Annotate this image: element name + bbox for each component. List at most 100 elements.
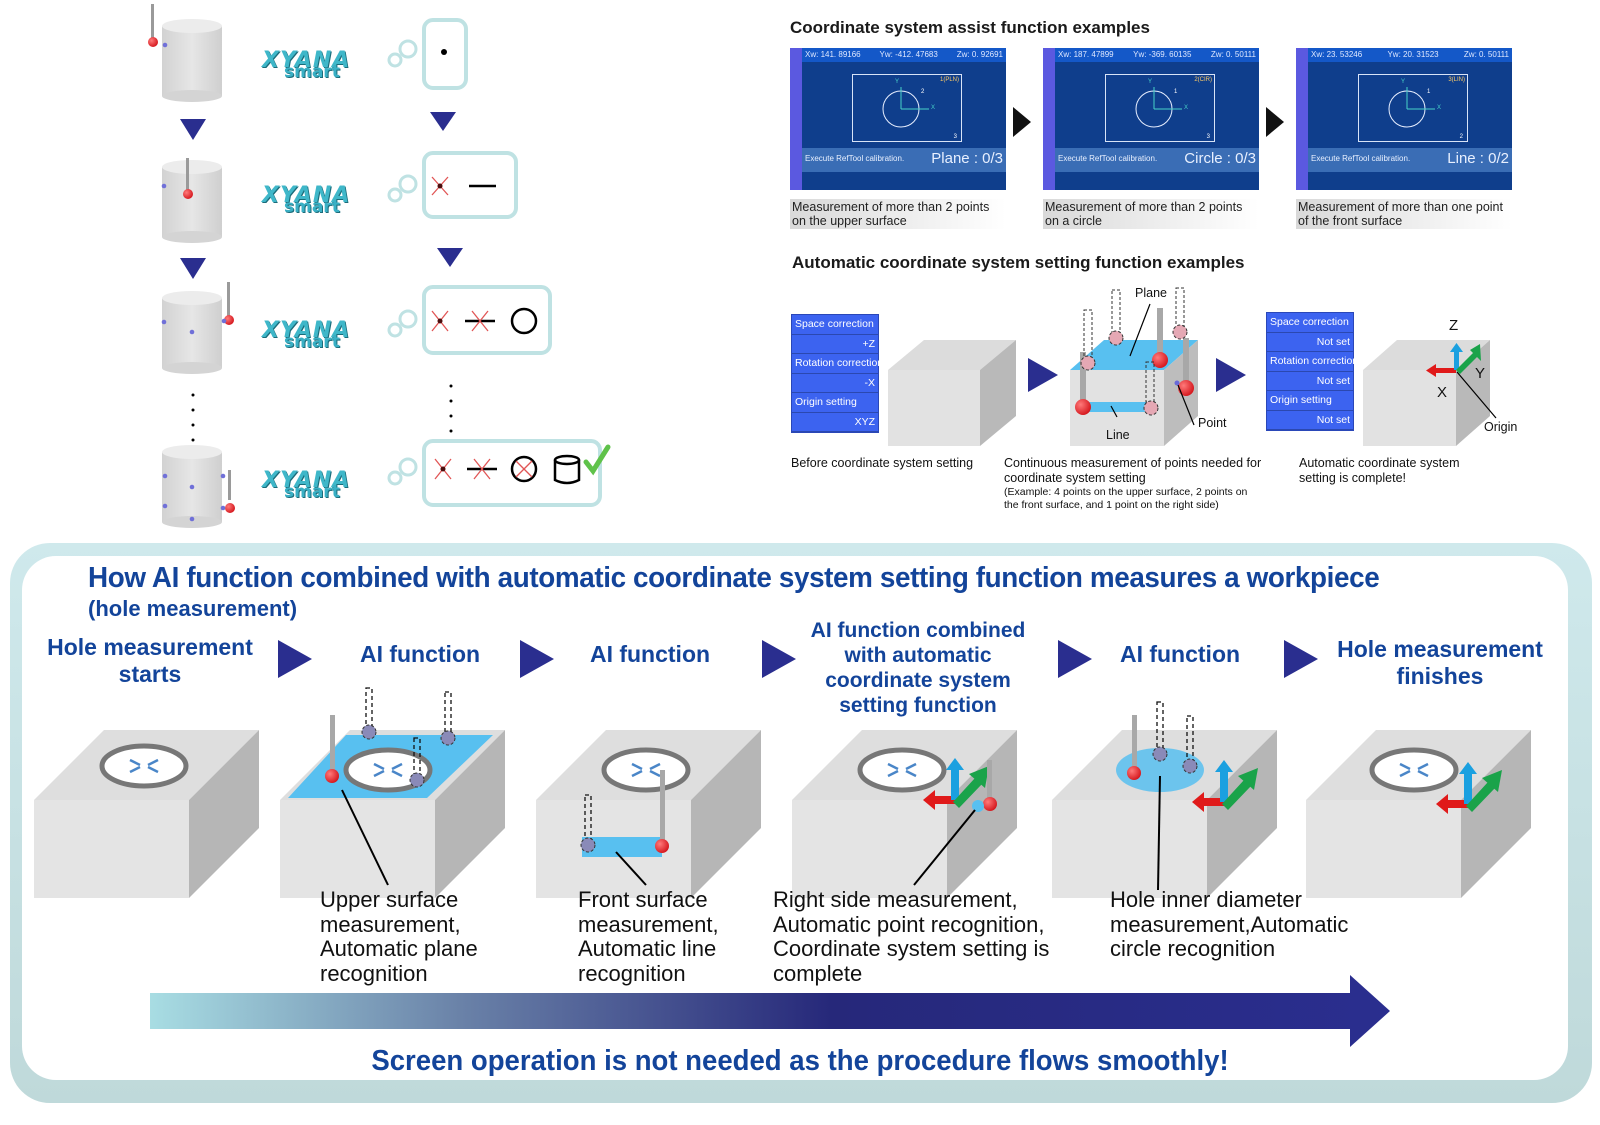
element-number: 3 bbox=[953, 134, 957, 140]
panel-row: +Z bbox=[792, 335, 878, 354]
before-caption: Before coordinate system setting bbox=[791, 456, 974, 470]
step-arrow-icon bbox=[278, 640, 312, 678]
step-label-ai-2: AI function bbox=[589, 641, 711, 667]
hole-flow-title: How AI function combined with automatic … bbox=[88, 562, 1380, 594]
panel-row: Space correction bbox=[792, 315, 878, 335]
point-label: Point bbox=[1198, 416, 1227, 430]
status-bar: Execute RefTool calibration.Plane : 0/3 bbox=[802, 148, 1006, 172]
ellipsis-dots bbox=[191, 393, 195, 442]
circle-preview bbox=[1135, 87, 1182, 128]
cube-before bbox=[888, 340, 1016, 446]
screen-sidebar bbox=[1043, 48, 1055, 190]
probe-ball bbox=[148, 37, 158, 47]
axis-y-label: Y bbox=[1475, 365, 1486, 382]
measurement-state: Circle : 0/3 bbox=[1184, 150, 1256, 167]
element-number: 2 bbox=[921, 89, 925, 95]
panel-row: Not set bbox=[1267, 333, 1353, 352]
line-label: Line bbox=[1106, 428, 1130, 442]
point-recognized-icon bbox=[431, 310, 449, 332]
panel-row: Rotation correction bbox=[1267, 352, 1358, 372]
x-axis-label: X bbox=[1184, 105, 1189, 111]
panel-row: Origin setting bbox=[1267, 391, 1353, 411]
assist-caption: Measurement of more than 2 points on a c… bbox=[1043, 199, 1259, 229]
status-message: Execute RefTool calibration. bbox=[1311, 154, 1411, 163]
circle-icon bbox=[510, 307, 538, 335]
workpiece-upper-surface bbox=[280, 687, 505, 898]
y-readout: Yw: 20. 31523 bbox=[1387, 50, 1439, 59]
hole bbox=[857, 747, 947, 793]
status-bar: Execute RefTool calibration. Line : 0/2 bbox=[1308, 148, 1512, 172]
cube-complete bbox=[1363, 340, 1497, 446]
z-readout: Zw: 0. 50111 bbox=[1210, 50, 1256, 59]
y-axis-label: Y bbox=[895, 79, 900, 85]
screen-sidebar bbox=[790, 48, 802, 190]
y-readout: Yw: -369. 60135 bbox=[1133, 50, 1192, 59]
point-icon bbox=[441, 49, 447, 55]
line-recognized-icon bbox=[467, 458, 497, 480]
panel-row: Origin setting bbox=[792, 393, 878, 413]
down-arrow-icon bbox=[430, 112, 456, 131]
y-readout: Yw: -412. 47683 bbox=[879, 50, 938, 59]
element-number: 1 bbox=[1174, 89, 1178, 95]
footer-message: Screen operation is not needed as the pr… bbox=[371, 1045, 1229, 1077]
circle-preview bbox=[882, 87, 929, 128]
axis-y-arrow bbox=[1456, 344, 1481, 374]
auto-section-title: Automatic coordinate system setting func… bbox=[792, 253, 1245, 272]
workpiece-right-side bbox=[792, 730, 1017, 898]
element-number: 2 bbox=[1459, 134, 1463, 140]
workpiece-cylinders bbox=[148, 4, 235, 528]
measurement-state: Line : 0/2 bbox=[1447, 150, 1509, 167]
step-label-ai-4: AI function bbox=[1119, 641, 1241, 667]
workpiece-hole-inner bbox=[1052, 701, 1277, 898]
x-readout: Xw: 23. 53246 bbox=[1311, 50, 1363, 59]
next-arrow-icon bbox=[1216, 358, 1246, 392]
axis-z-label: Z bbox=[1449, 317, 1459, 334]
x-readout: Xw: 141. 89166 bbox=[805, 50, 861, 59]
hole bbox=[601, 747, 691, 793]
workpiece-finish bbox=[1306, 730, 1531, 898]
thought-bubbles bbox=[387, 18, 611, 507]
step-arrow-icon bbox=[520, 640, 554, 678]
hole-flow-workpieces bbox=[34, 687, 1531, 898]
workpiece-front-surface bbox=[536, 730, 761, 898]
axis-x-label: X bbox=[1437, 384, 1448, 401]
step-caption-4: Hole inner diameter measurement,Automati… bbox=[1110, 887, 1349, 961]
ellipsis-dots bbox=[449, 384, 453, 433]
assist-screen: Xw: 187. 47899 Yw: -369. 60135 Zw: 0. 5011… bbox=[1043, 48, 1259, 190]
probe-stylus bbox=[151, 4, 154, 40]
hole-flow-subtitle: (hole measurement) bbox=[88, 596, 298, 621]
circle-preview bbox=[1388, 87, 1435, 128]
element-number: 1 bbox=[1427, 89, 1431, 95]
origin-label: Origin bbox=[1484, 420, 1518, 434]
step-caption-1: Upper surface measurement, Automatic pla… bbox=[320, 887, 478, 986]
step-arrow-icon bbox=[1058, 640, 1092, 678]
point-recognized-icon bbox=[431, 176, 449, 196]
y-axis-label: Y bbox=[1148, 79, 1153, 85]
point-recognized-icon bbox=[434, 458, 452, 480]
coordinate-readout: Xw: 187. 47899 Yw: -369. 60135 Zw: 0. 5011… bbox=[1055, 48, 1259, 62]
workpiece-start bbox=[34, 730, 259, 898]
x-readout: Xw: 187. 47899 bbox=[1058, 50, 1114, 59]
x-axis-label: X bbox=[931, 105, 936, 111]
step-label-finish: Hole measurement finishes bbox=[1337, 636, 1543, 689]
panel-row: Not set bbox=[1267, 411, 1353, 430]
panel-row: XYZ bbox=[792, 413, 878, 432]
flow-progress-arrow bbox=[150, 975, 1390, 1047]
panel-row: -X bbox=[792, 374, 878, 393]
line-recognized-icon bbox=[465, 310, 495, 332]
coordinate-axes-icon bbox=[1192, 760, 1258, 812]
check-icon bbox=[583, 444, 611, 476]
status-bar: Execute RefTool calibration.Circle : 0/3 bbox=[1055, 148, 1259, 172]
next-arrow-icon bbox=[1266, 107, 1284, 137]
step-caption-2: Front surface measurement, Automatic lin… bbox=[578, 887, 719, 986]
hole bbox=[343, 747, 433, 793]
